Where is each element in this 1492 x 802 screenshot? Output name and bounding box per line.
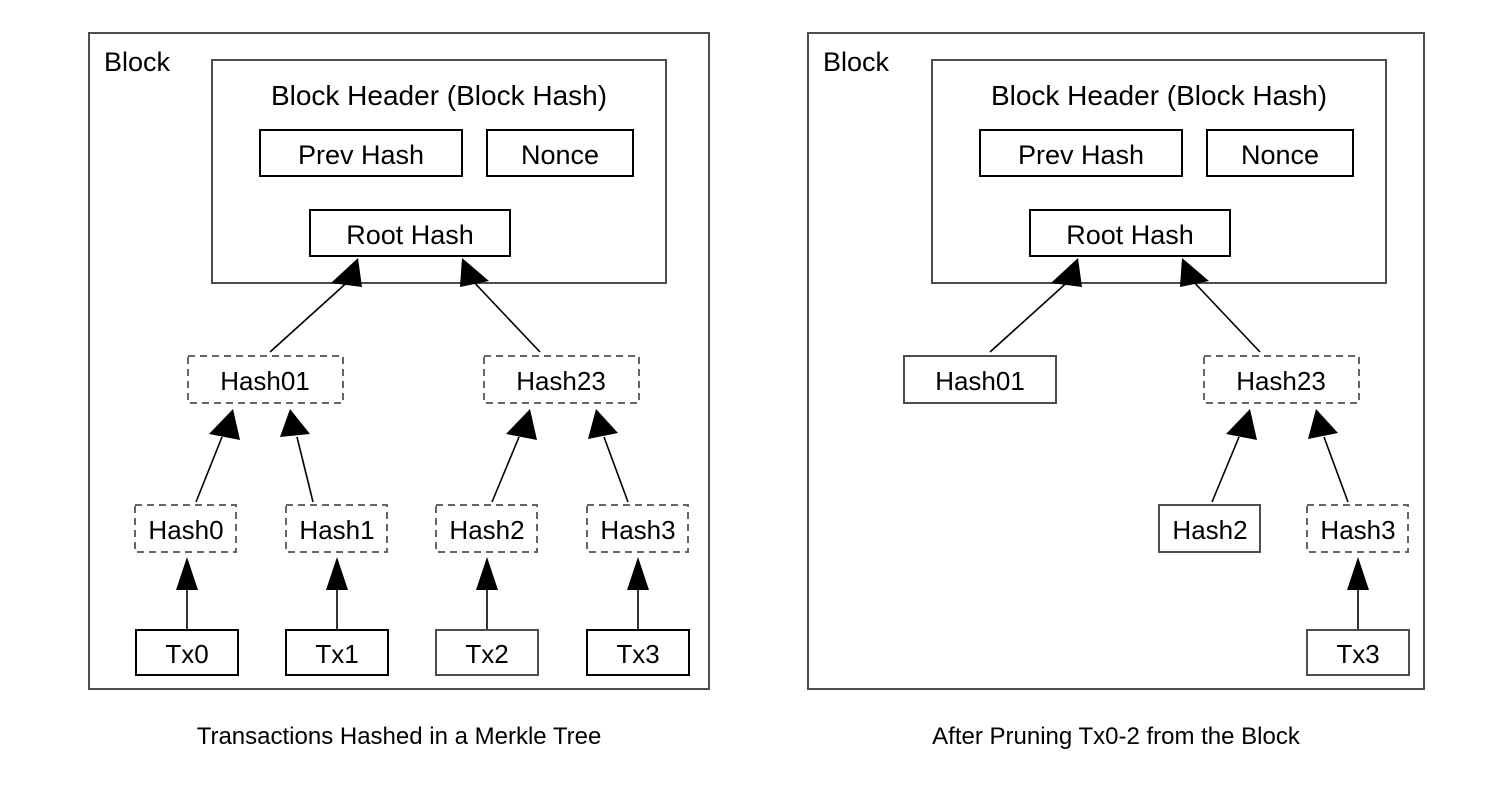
hash01-label-left: Hash01 bbox=[220, 366, 310, 396]
hash01-box-left bbox=[187, 355, 344, 404]
edge-hash01-to-root-left bbox=[269, 277, 353, 353]
arrowhead-tx1-to-hash1-left bbox=[326, 557, 348, 590]
hash23-label-left: Hash23 bbox=[516, 366, 606, 396]
block-header-title-left: Block Header (Block Hash) bbox=[271, 80, 607, 111]
edge-hash3-to-hash23-right bbox=[1323, 436, 1349, 503]
block-label-right: Block bbox=[823, 47, 890, 77]
hash3-box-right bbox=[1306, 504, 1409, 553]
hash0-label-left: Hash0 bbox=[148, 515, 223, 545]
hash23-label-right: Hash23 bbox=[1236, 366, 1326, 396]
prev-hash-label-left: Prev Hash bbox=[298, 140, 424, 170]
arrowhead-hash23-to-root-right bbox=[1180, 258, 1209, 287]
arrowhead-hash3-to-hash23-right bbox=[1308, 409, 1338, 439]
tx0-box-left bbox=[135, 629, 239, 676]
block-label-left: Block bbox=[104, 47, 171, 77]
hash01-label-right: Hash01 bbox=[935, 366, 1025, 396]
tx2-box-left bbox=[435, 629, 539, 676]
caption-left: Transactions Hashed in a Merkle Tree bbox=[197, 723, 602, 750]
arrowhead-hash0-to-hash01-left bbox=[209, 409, 240, 440]
edge-hash23-to-root-left bbox=[469, 277, 541, 353]
edge-hash2-to-hash23-left bbox=[491, 436, 520, 503]
hash3-label-left: Hash3 bbox=[600, 515, 675, 545]
caption-right: After Pruning Tx0-2 from the Block bbox=[932, 723, 1301, 750]
arrowhead-hash01-to-root-right bbox=[1051, 258, 1082, 287]
hash23-box-right bbox=[1203, 355, 1360, 404]
block-frame-left bbox=[88, 32, 710, 690]
hash1-box-left bbox=[285, 504, 388, 553]
root-hash-box-left bbox=[309, 209, 511, 257]
nonce-box-left bbox=[486, 129, 634, 177]
arrowhead-hash23-to-root-left bbox=[460, 258, 489, 287]
arrowhead-hash1-to-hash01-left bbox=[280, 409, 310, 437]
arrowhead-tx0-to-hash0-left bbox=[176, 557, 198, 590]
root-hash-label-right: Root Hash bbox=[1066, 220, 1194, 250]
tx2-label-left: Tx2 bbox=[465, 639, 508, 669]
panel-right: Block Block Header (Block Hash) Prev Has… bbox=[807, 32, 1425, 750]
hash3-label-right: Hash3 bbox=[1320, 515, 1395, 545]
hash2-box-left bbox=[435, 504, 538, 553]
nonce-box-right bbox=[1206, 129, 1354, 177]
tx1-label-left: Tx1 bbox=[315, 639, 358, 669]
arrowhead-tx3-to-hash3-right bbox=[1347, 557, 1369, 590]
panel-left: Block Block Header (Block Hash) Prev Has… bbox=[88, 32, 710, 750]
edge-hash1-to-hash01-left bbox=[296, 436, 314, 503]
arrowhead-hash3-to-hash23-left bbox=[588, 409, 618, 439]
tx3-label-right: Tx3 bbox=[1336, 639, 1379, 669]
hash0-box-left bbox=[134, 504, 237, 553]
tx3-box-right bbox=[1306, 629, 1410, 676]
root-hash-box-right bbox=[1029, 209, 1231, 257]
prev-hash-label-right: Prev Hash bbox=[1018, 140, 1144, 170]
nonce-label-right: Nonce bbox=[1241, 140, 1319, 170]
hash2-box-right bbox=[1158, 504, 1261, 553]
block-header-title-right: Block Header (Block Hash) bbox=[991, 80, 1327, 111]
edge-hash2-to-hash23-right bbox=[1211, 436, 1240, 503]
tx3-box-left bbox=[586, 629, 690, 676]
edge-hash3-to-hash23-left bbox=[603, 436, 629, 503]
prev-hash-box-right bbox=[979, 129, 1183, 177]
root-hash-label-left: Root Hash bbox=[346, 220, 474, 250]
block-frame-right bbox=[807, 32, 1425, 690]
tx0-label-left: Tx0 bbox=[165, 639, 208, 669]
hash1-label-left: Hash1 bbox=[299, 515, 374, 545]
arrowhead-hash01-to-root-left bbox=[331, 258, 362, 287]
prev-hash-box-left bbox=[259, 129, 463, 177]
hash3-box-left bbox=[586, 504, 689, 553]
hash2-label-left: Hash2 bbox=[449, 515, 524, 545]
arrowhead-hash2-to-hash23-left bbox=[506, 409, 537, 440]
tx1-box-left bbox=[285, 629, 389, 676]
nonce-label-left: Nonce bbox=[521, 140, 599, 170]
hash01-box-right bbox=[903, 355, 1057, 404]
tx3-label-left: Tx3 bbox=[616, 639, 659, 669]
arrowhead-hash2-to-hash23-right bbox=[1226, 409, 1257, 440]
hash2-label-right: Hash2 bbox=[1172, 515, 1247, 545]
arrowhead-tx3-to-hash3-left bbox=[627, 557, 649, 590]
edge-hash0-to-hash01-left bbox=[195, 436, 223, 503]
hash23-box-left bbox=[483, 355, 640, 404]
arrowhead-tx2-to-hash2-left bbox=[476, 557, 498, 590]
edge-hash01-to-root-right bbox=[989, 277, 1073, 353]
edge-hash23-to-root-right bbox=[1189, 277, 1261, 353]
